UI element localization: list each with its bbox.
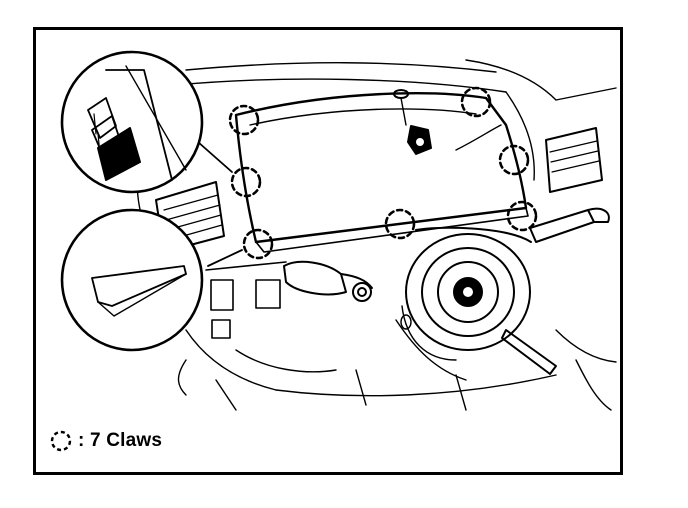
wiper-lever (283, 260, 373, 302)
claw-marker (460, 86, 492, 118)
claw-marker (498, 144, 530, 176)
legend-label: : 7 Claws (78, 430, 163, 451)
right-air-vent (545, 127, 603, 193)
callout-leaders (197, 141, 243, 267)
turn-signal-lever (529, 207, 610, 243)
steering-column (400, 226, 557, 375)
detail-callout-claw-top (60, 50, 204, 194)
legend: : 7 Claws (50, 430, 162, 452)
claw-marker (230, 166, 262, 198)
switch-panel (205, 261, 287, 339)
claw-markers (228, 86, 538, 260)
dashboard-illustration (60, 50, 617, 411)
cluster-finish-panel (234, 92, 529, 253)
claw-marker (506, 200, 538, 232)
screw-clip (393, 89, 432, 155)
claw-marker (242, 228, 274, 260)
dashed-circle-icon (50, 430, 72, 452)
claw-marker (228, 104, 260, 136)
claw-marker (384, 208, 416, 240)
detail-callout-claw-bottom (60, 208, 204, 352)
diagram-frame: : 7 Claws (33, 27, 623, 475)
